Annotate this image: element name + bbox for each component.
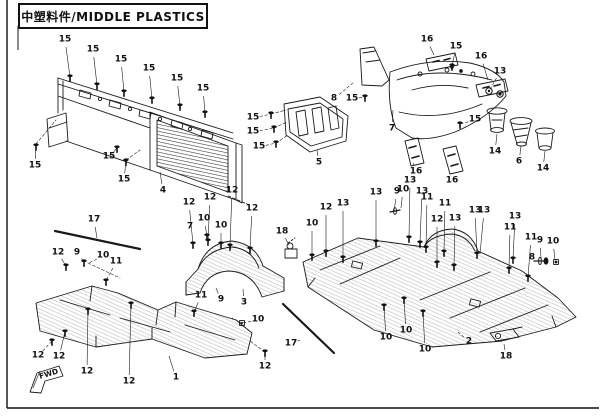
bolt-icon [94, 82, 100, 90]
bolt-icon [103, 278, 109, 286]
bolt-icon [177, 103, 183, 111]
leader-line-10 [553, 248, 556, 261]
part-3-wheel-arch [185, 240, 285, 298]
leader-line-9 [393, 198, 397, 212]
leader-line-6 [519, 145, 522, 156]
bolt-icon [63, 263, 69, 271]
leader-line-15 [65, 46, 71, 78]
leader-line-16 [412, 162, 415, 166]
bolt-icon [149, 96, 155, 104]
leader-line-8 [339, 81, 355, 95]
page-title: 中塑料件/MIDDLE PLASTICS [21, 9, 205, 24]
bolt-icon [114, 145, 120, 153]
bolt-icon [190, 241, 196, 249]
bolt-icon [262, 349, 268, 357]
bolt-icon [67, 74, 73, 82]
bolt-icon [449, 63, 455, 71]
leader-line-13 [408, 187, 411, 239]
leader-line-11 [443, 210, 446, 253]
part-1-floor-panel [35, 285, 253, 359]
leader-line-3 [242, 288, 244, 297]
leader-line-18 [285, 238, 290, 246]
bolt-icon [33, 143, 39, 151]
leader-line-17 [94, 226, 98, 239]
leader-line-18 [503, 343, 506, 351]
leader-line-11 [527, 244, 531, 278]
leader-line-12 [229, 197, 233, 247]
leader-line-15 [121, 66, 125, 93]
part-2-floor-panel [302, 228, 577, 348]
leader-line-10 [241, 320, 252, 324]
leader-line-15 [265, 142, 277, 146]
part-5-front-grille [283, 96, 349, 153]
leader-line-10 [88, 258, 97, 264]
leader-line-7 [392, 109, 394, 123]
leader-line-16 [482, 63, 489, 81]
bolt-icon [81, 259, 87, 267]
part-16-sticker-labels [404, 52, 509, 175]
part-7-upper-panel [388, 60, 507, 140]
part-14-cup-left [486, 107, 508, 133]
leader-line-12 [42, 340, 53, 352]
leader-line-1 [168, 355, 175, 372]
leader-line-17 [297, 339, 301, 342]
leader-line-10 [400, 196, 403, 209]
bolt-icon [121, 89, 127, 97]
leader-line-15 [259, 113, 272, 117]
leader-line-10 [422, 311, 425, 344]
leader-line-12 [249, 215, 252, 250]
leader-line-14 [495, 133, 498, 146]
leader-line-11 [425, 204, 428, 249]
part-4-side-panel [46, 77, 248, 205]
leader-line-5 [316, 149, 319, 157]
part-18-latch-lower [489, 326, 523, 342]
bolt-icon [362, 94, 368, 102]
leader-line-2 [456, 330, 465, 338]
bolt-icon [510, 256, 516, 264]
leader-line-14 [543, 150, 546, 163]
fwd-arrow-icon: FWD [29, 365, 64, 394]
bolt-icon [205, 238, 211, 246]
fwd-label: FWD [38, 367, 59, 381]
leader-line-11 [508, 234, 511, 270]
bolt-icon [49, 338, 55, 346]
leader-line-12 [86, 309, 89, 366]
leader-line-15 [177, 85, 181, 107]
leader-line-13 [475, 217, 478, 255]
bolt-icon [273, 140, 279, 148]
grommet-icon [485, 87, 493, 95]
leader-line-15 [203, 95, 206, 114]
leader-line-15 [259, 127, 275, 131]
leader-line-13 [488, 77, 497, 92]
bolt-icon [268, 111, 274, 119]
bolt-icon [271, 125, 277, 133]
title-block: 中塑料件/MIDDLE PLASTICS [18, 3, 208, 29]
part-17-rod-upper [53, 229, 142, 251]
part-17-rod-lower [281, 302, 336, 355]
sheet-border [6, 0, 599, 409]
bolt-icon [406, 235, 412, 243]
leader-line-15 [93, 56, 98, 86]
leader-line-16 [429, 46, 435, 56]
leader-line-13 [419, 198, 423, 244]
leader-line-9 [215, 287, 219, 294]
leader-line-13 [453, 225, 456, 267]
leader-line-13 [479, 217, 484, 255]
assembly-guide-lines [35, 109, 289, 353]
leader-line-13 [512, 223, 515, 260]
leader-line-15 [358, 96, 366, 99]
leader-line-15 [149, 75, 153, 100]
bolt-icon [202, 110, 208, 118]
bolt-hardware-cluster [389, 207, 559, 266]
leader-line-9 [540, 247, 542, 259]
part-6-cone-plug [509, 117, 533, 147]
leader-line-12 [128, 303, 132, 376]
bolt-icon [457, 121, 463, 129]
part-18-latch-upper [284, 237, 298, 259]
leader-line-4 [159, 171, 163, 185]
part-8-wedge-plug [359, 46, 390, 87]
leader-line-12 [189, 209, 194, 245]
part-14-cup-right [535, 127, 555, 151]
